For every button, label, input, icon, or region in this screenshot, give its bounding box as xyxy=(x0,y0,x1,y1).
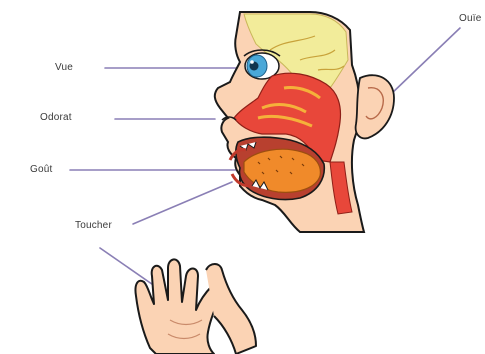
head-illustration xyxy=(215,12,394,232)
thumb xyxy=(206,264,256,354)
label-toucher: Toucher xyxy=(75,220,112,231)
hand-illustration xyxy=(135,259,256,354)
label-odorat: Odorat xyxy=(40,112,72,123)
label-ouie: Ouïe xyxy=(459,13,481,24)
eye-highlight xyxy=(250,60,254,64)
toucher-pointer-line xyxy=(133,182,232,224)
ear xyxy=(356,75,394,138)
label-gout: Goût xyxy=(30,164,52,175)
label-vue: Vue xyxy=(55,62,73,73)
ouie-pointer-line xyxy=(390,28,460,95)
